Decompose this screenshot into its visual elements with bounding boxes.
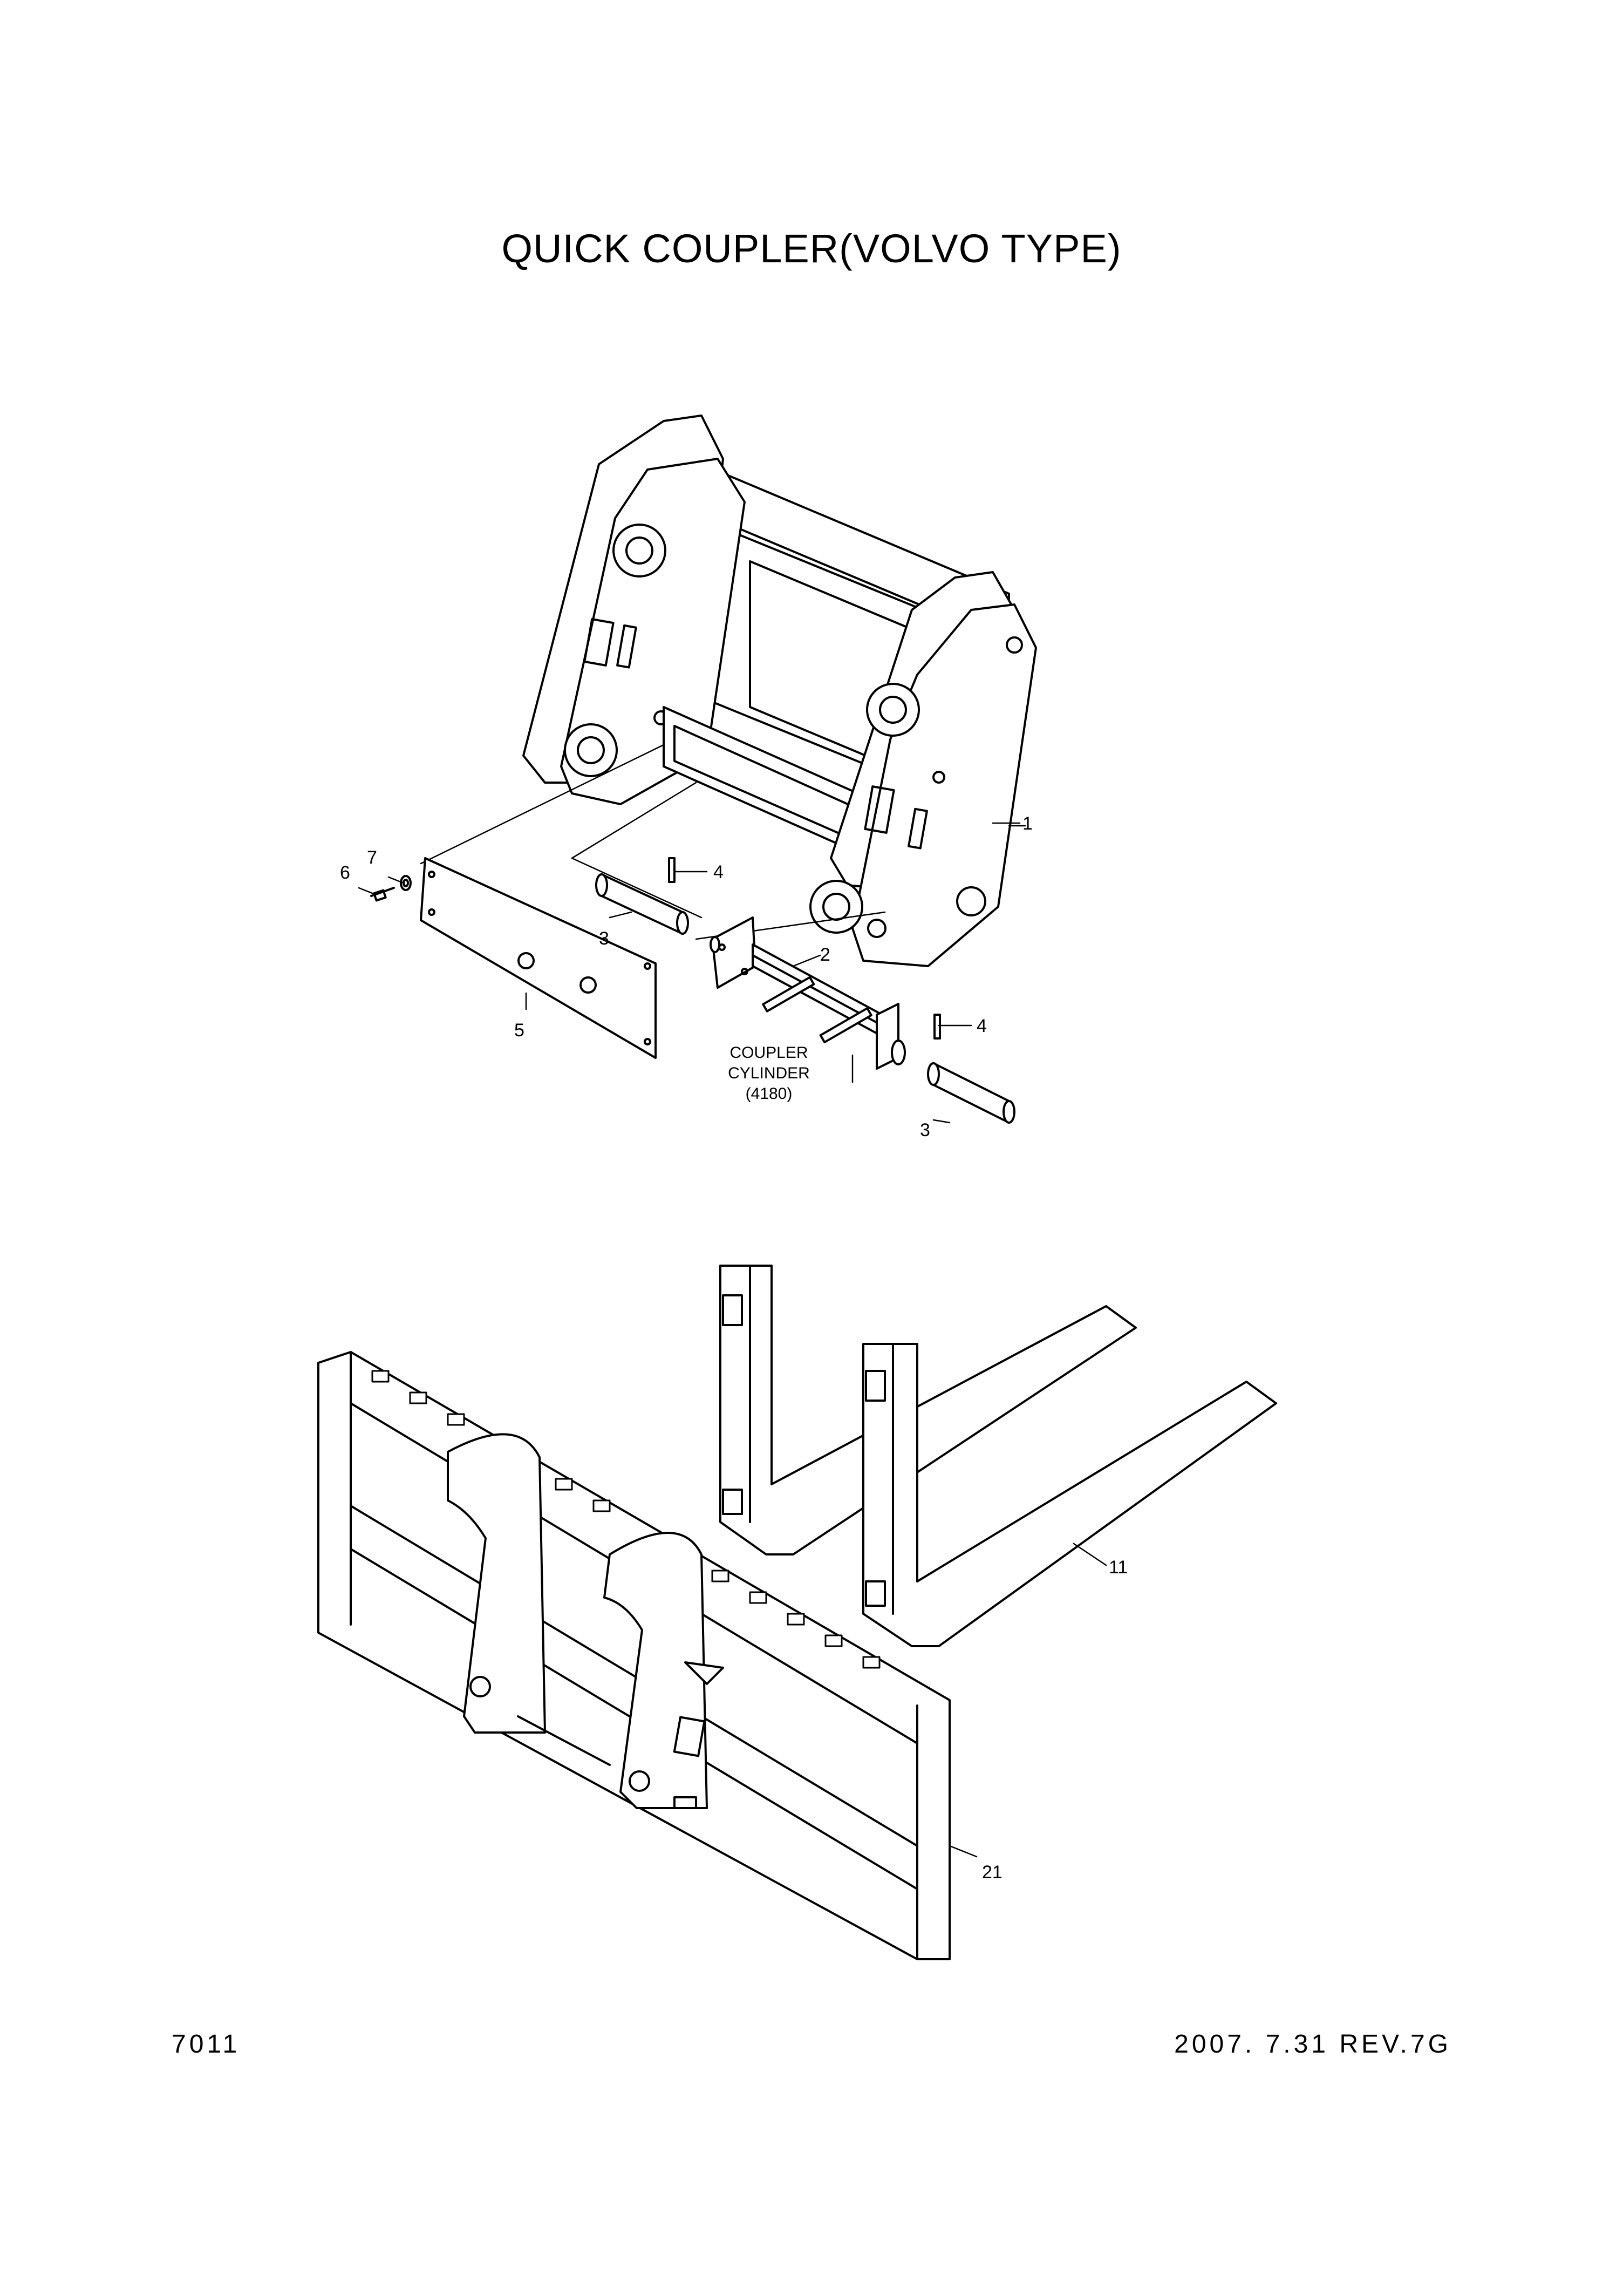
pin-right [927, 1062, 1015, 1124]
callout-3-right: 3 [920, 1120, 930, 1140]
pin-left [595, 873, 689, 935]
callout-6: 6 [340, 862, 350, 883]
page-title: QUICK COUPLER(VOLVO TYPE) [501, 226, 1122, 271]
coupler-cylinder-label: COUPLER CYLINDER (4180) [728, 1044, 810, 1103]
callout-1: 1 [1022, 813, 1033, 834]
coupler-label-line2: CYLINDER [728, 1064, 810, 1082]
callout-2: 2 [820, 945, 830, 965]
revision-date: 2007. 7.31 REV.7G [1174, 2030, 1451, 2059]
callout-21: 21 [982, 1862, 1003, 1883]
cover-plate [420, 857, 657, 1059]
callout-4-right: 4 [977, 1016, 987, 1036]
page-number: 7011 [172, 2030, 241, 2059]
bolt-and-washer [370, 875, 412, 902]
quick-coupler-frame [522, 415, 1037, 967]
coupler-label-line3: (4180) [746, 1085, 793, 1103]
coupler-cylinder [710, 916, 906, 1070]
coupler-label-line1: COUPLER [729, 1044, 808, 1062]
callout-3-left: 3 [599, 928, 609, 949]
callout-5: 5 [514, 1020, 524, 1041]
fork-carriage [317, 1351, 978, 1960]
pallet-forks [719, 1265, 1277, 1647]
callout-7: 7 [367, 847, 377, 868]
callout-4-left: 4 [713, 862, 724, 882]
callout-leaders [358, 822, 1021, 1124]
roll-pins [668, 857, 941, 1040]
callout-11: 11 [1109, 1557, 1128, 1578]
